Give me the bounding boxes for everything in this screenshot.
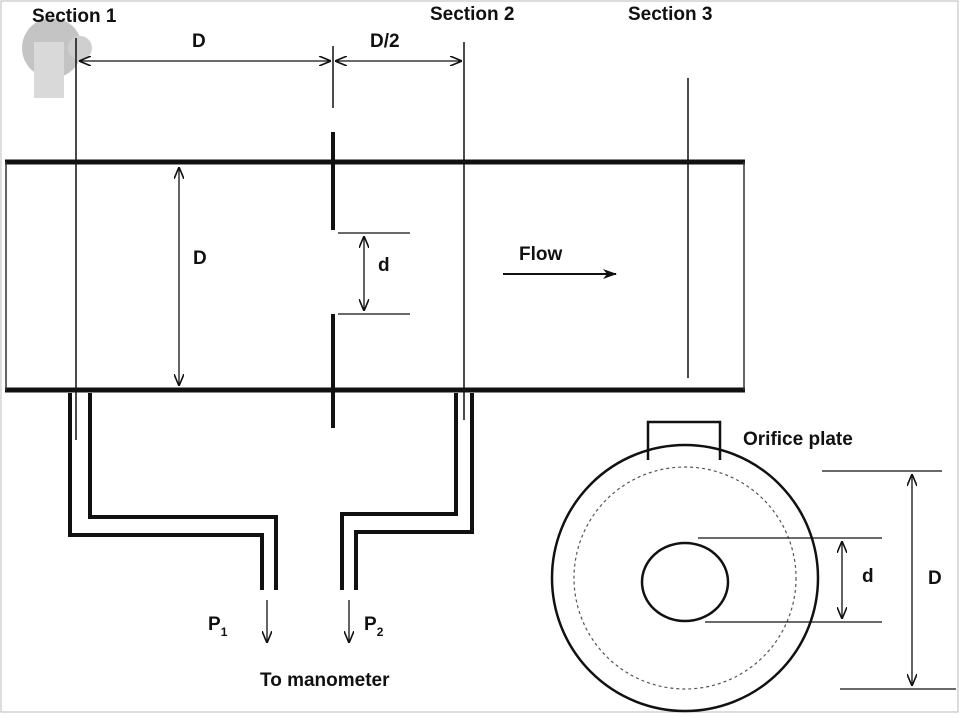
plate-dashed-circle — [573, 466, 797, 690]
dim-pipe-D-label: D — [193, 248, 207, 269]
plate-outer-circle — [550, 443, 820, 713]
plate-dim-d-label: d — [862, 566, 874, 587]
dim-D-top-label: D — [192, 31, 206, 52]
dim-D-half-label: D/2 — [370, 31, 400, 52]
flow-label: Flow — [519, 244, 562, 265]
pressure-tap-2 — [340, 393, 474, 590]
orifice-plate-front-view — [550, 420, 820, 713]
plate-dim-D-label: D — [928, 568, 942, 589]
section-3-label: Section 3 — [628, 4, 712, 25]
p1-label: P1 — [208, 614, 228, 639]
to-manometer-label: To manometer — [260, 670, 390, 691]
orifice-plate-label: Orifice plate — [743, 429, 853, 450]
p2-label: P2 — [364, 614, 384, 639]
section-2-label: Section 2 — [430, 4, 514, 25]
pipe — [5, 159, 745, 393]
plate-bore — [640, 541, 730, 623]
dim-d-label: d — [378, 255, 390, 276]
plate-tab — [646, 420, 722, 460]
pressure-tap-1 — [68, 393, 278, 590]
watermark-logo — [22, 18, 92, 98]
section-1-label: Section 1 — [32, 6, 117, 27]
